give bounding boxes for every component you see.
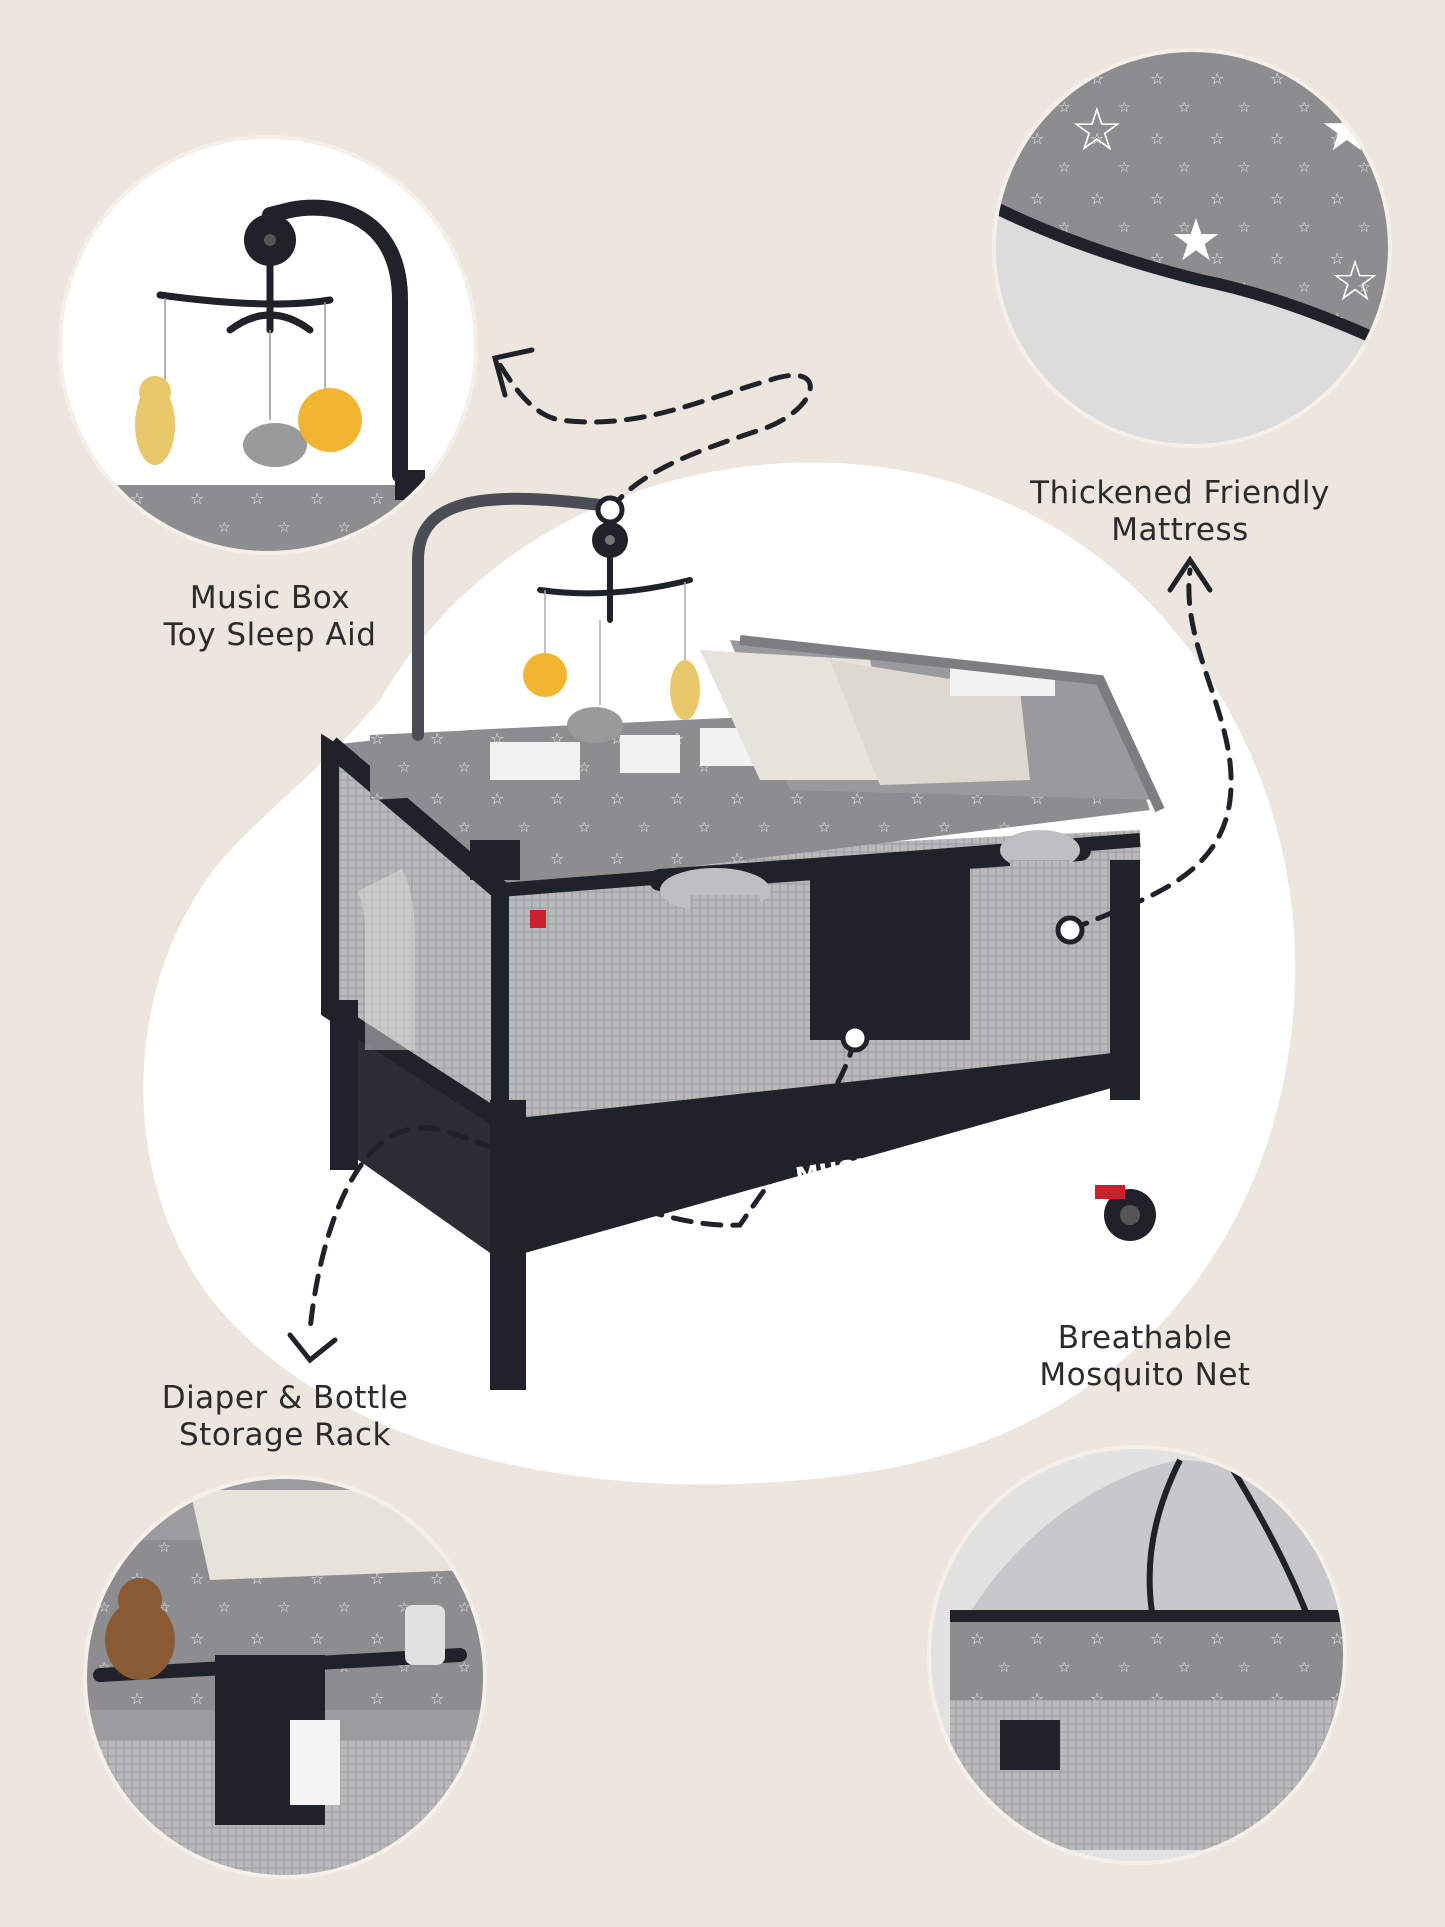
feature-label-mattress: Thickened Friendly Mattress — [1030, 475, 1330, 548]
svg-text:★: ★ — [1170, 206, 1222, 274]
callout-connectors — [307, 362, 1234, 1333]
connector-arrowheads — [287, 347, 1213, 1364]
feature-label-storage-rack: Diaper & Bottle Storage Rack — [161, 1380, 409, 1453]
connector-dots — [595, 495, 1085, 1053]
feature-label-music-box: Music Box Toy Sleep Aid — [163, 580, 377, 653]
svg-text:☆: ☆ — [1070, 95, 1124, 165]
mattress-circle: ☆ ★ ★ ☆ — [994, 50, 1390, 446]
mosquito-net-circle — [929, 1447, 1345, 1863]
music-box-circle — [60, 137, 476, 553]
svg-text:☆: ☆ — [1330, 249, 1380, 314]
storage-rack-circle — [85, 1477, 485, 1877]
feature-label-mosquito-net: Breathable Mosquito Net — [1039, 1320, 1251, 1393]
playard-product — [321, 492, 1165, 1390]
